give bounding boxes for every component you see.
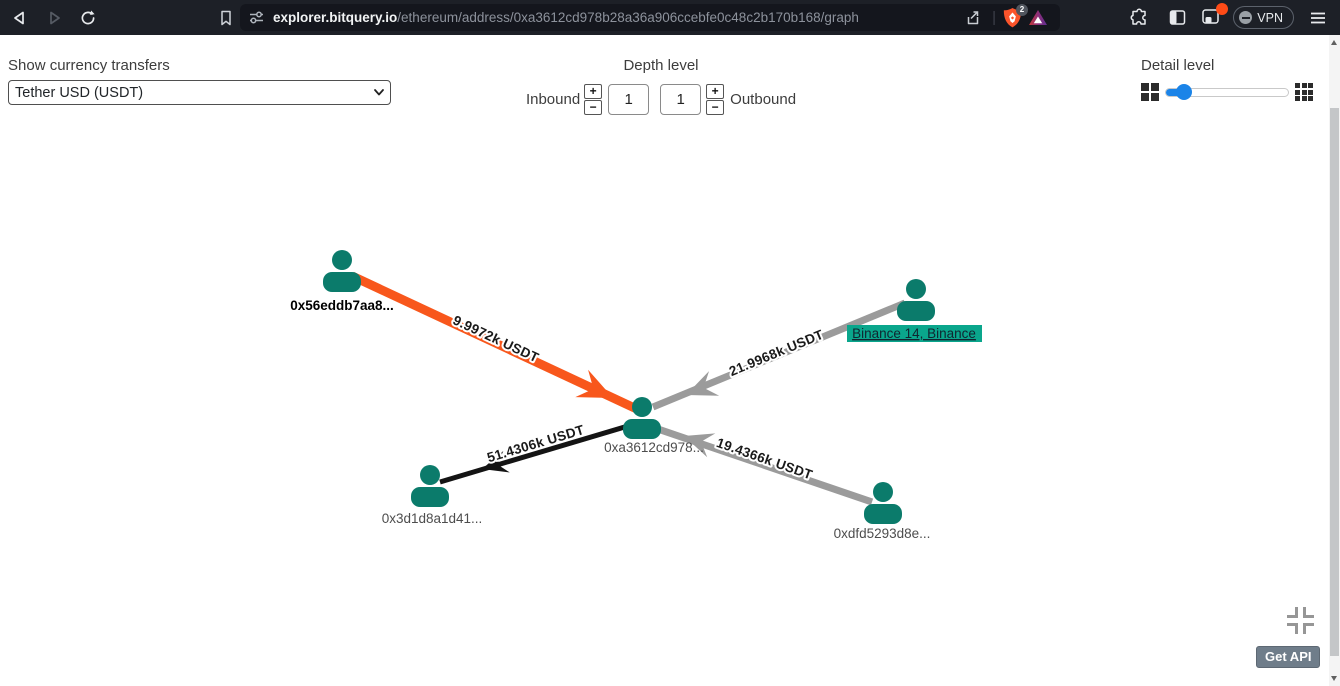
- bookmark-button[interactable]: [212, 4, 240, 32]
- sidebar-button[interactable]: [1163, 4, 1191, 32]
- shield-count-badge: 2: [1016, 3, 1028, 16]
- vpn-blocked-icon: [1239, 11, 1253, 24]
- toolbar-separator: |: [992, 9, 996, 26]
- edge-outbound-black[interactable]: [439, 420, 639, 485]
- forward-icon: [50, 11, 60, 24]
- bat-triangle-icon: [1029, 9, 1047, 25]
- profile-icon: [1202, 8, 1220, 24]
- extensions-puzzle-icon: [1130, 8, 1146, 25]
- currency-filter-label: Show currency transfers: [8, 57, 170, 74]
- arrowhead-orange: [575, 369, 620, 412]
- bookmark-icon: [221, 10, 231, 25]
- edge-inbound-orange[interactable]: [350, 271, 643, 416]
- share-button[interactable]: [958, 4, 986, 32]
- low-detail-grid-icon: [1141, 83, 1159, 101]
- url-bar[interactable]: explorer.bitquery.io/ethereum/address/0x…: [240, 3, 1060, 32]
- hamburger-menu-icon: [1311, 12, 1325, 23]
- outbound-decrement-button[interactable]: −: [706, 100, 725, 115]
- edge-label-9997: 9.9972k USDT: [451, 312, 542, 365]
- toolbar-right-cluster: VPN: [1125, 0, 1340, 35]
- fit-corner-icon: [1303, 607, 1314, 618]
- currency-select[interactable]: Tether USD (USDT): [8, 80, 391, 105]
- inbound-decrement-button[interactable]: −: [584, 100, 603, 115]
- node-binance[interactable]: [897, 279, 935, 321]
- share-icon: [967, 10, 979, 24]
- fit-corner-icon: [1303, 623, 1314, 634]
- sidebar-icon: [1169, 10, 1186, 25]
- outbound-increment-button[interactable]: +: [706, 84, 725, 99]
- slider-thumb[interactable]: [1176, 84, 1192, 100]
- url-text: explorer.bitquery.io/ethereum/address/0x…: [273, 10, 958, 25]
- node-label-binance-annotation: Binance 14, Binance: [847, 325, 982, 342]
- node-label-0xa3612cd978: 0xa3612cd978...: [604, 440, 704, 455]
- brave-shields-button[interactable]: 2: [1002, 3, 1028, 29]
- node-0x56eddb7aa8[interactable]: [323, 250, 361, 292]
- profile-notification-dot: [1216, 2, 1229, 15]
- profile-button[interactable]: [1201, 2, 1229, 29]
- fit-corner-icon: [1287, 607, 1298, 618]
- fit-corner-icon: [1287, 623, 1298, 634]
- fit-graph-button[interactable]: [1287, 607, 1314, 634]
- currency-filter-group: Show currency transfers Tether USD (USDT…: [8, 57, 391, 105]
- menu-button[interactable]: [1304, 4, 1332, 32]
- detail-level-slider[interactable]: [1165, 84, 1289, 100]
- inbound-depth-input[interactable]: [608, 84, 650, 115]
- get-api-button[interactable]: Get API: [1256, 646, 1321, 668]
- inbound-stepper: + −: [584, 84, 603, 115]
- edge-label-19436: 19.4366k USDT: [714, 435, 814, 483]
- node-label-0x56eddb7aa8: 0x56eddb7aa8...: [290, 298, 394, 313]
- reload-button[interactable]: [74, 4, 102, 32]
- reload-icon: [81, 10, 95, 24]
- brave-rewards-button[interactable]: [1024, 4, 1052, 32]
- page-scrollbar[interactable]: [1329, 35, 1340, 686]
- inbound-increment-button[interactable]: +: [584, 84, 603, 99]
- depth-level-title: Depth level: [623, 57, 699, 74]
- scrollbar-up-arrow[interactable]: [1331, 40, 1337, 45]
- extensions-button[interactable]: [1125, 4, 1153, 32]
- back-button[interactable]: [6, 4, 34, 32]
- outbound-label: Outbound: [730, 91, 797, 108]
- scrollbar-down-arrow[interactable]: [1331, 676, 1337, 681]
- tune-icon: [250, 11, 263, 24]
- node-0x3d1d8a1d41[interactable]: [411, 465, 449, 507]
- url-domain: explorer.bitquery.io: [273, 10, 398, 25]
- forward-button[interactable]: [40, 4, 68, 32]
- detail-level-group: Detail level: [1141, 57, 1317, 101]
- page-content: 9.9972k USDT 21.9968k USDT 51.4306k USDT…: [0, 35, 1340, 686]
- high-detail-grid-icon: [1295, 83, 1313, 101]
- vpn-label: VPN: [1257, 10, 1283, 25]
- vpn-button[interactable]: VPN: [1233, 6, 1294, 29]
- depth-level-group: Depth level Inbound + − + − Outbound: [505, 57, 817, 115]
- url-path: /ethereum/address/0xa3612cd978b28a36a906…: [397, 10, 859, 25]
- outbound-stepper: + −: [706, 84, 725, 115]
- node-label-0xdfd5293d8e: 0xdfd5293d8e...: [834, 526, 931, 541]
- browser-toolbar: explorer.bitquery.io/ethereum/address/0x…: [0, 0, 1340, 35]
- node-label-0x3d1d8a1d41: 0x3d1d8a1d41...: [382, 511, 483, 526]
- detail-level-title: Detail level: [1141, 57, 1215, 74]
- arrowhead-binance: [680, 371, 720, 408]
- back-icon: [14, 11, 24, 24]
- node-label-binance: Binance 14, Binance: [852, 326, 976, 341]
- edge-label-21996: 21.9968k USDT: [727, 327, 826, 379]
- scrollbar-thumb[interactable]: [1330, 108, 1339, 656]
- inbound-label: Inbound: [525, 91, 581, 108]
- outbound-depth-input[interactable]: [660, 84, 702, 115]
